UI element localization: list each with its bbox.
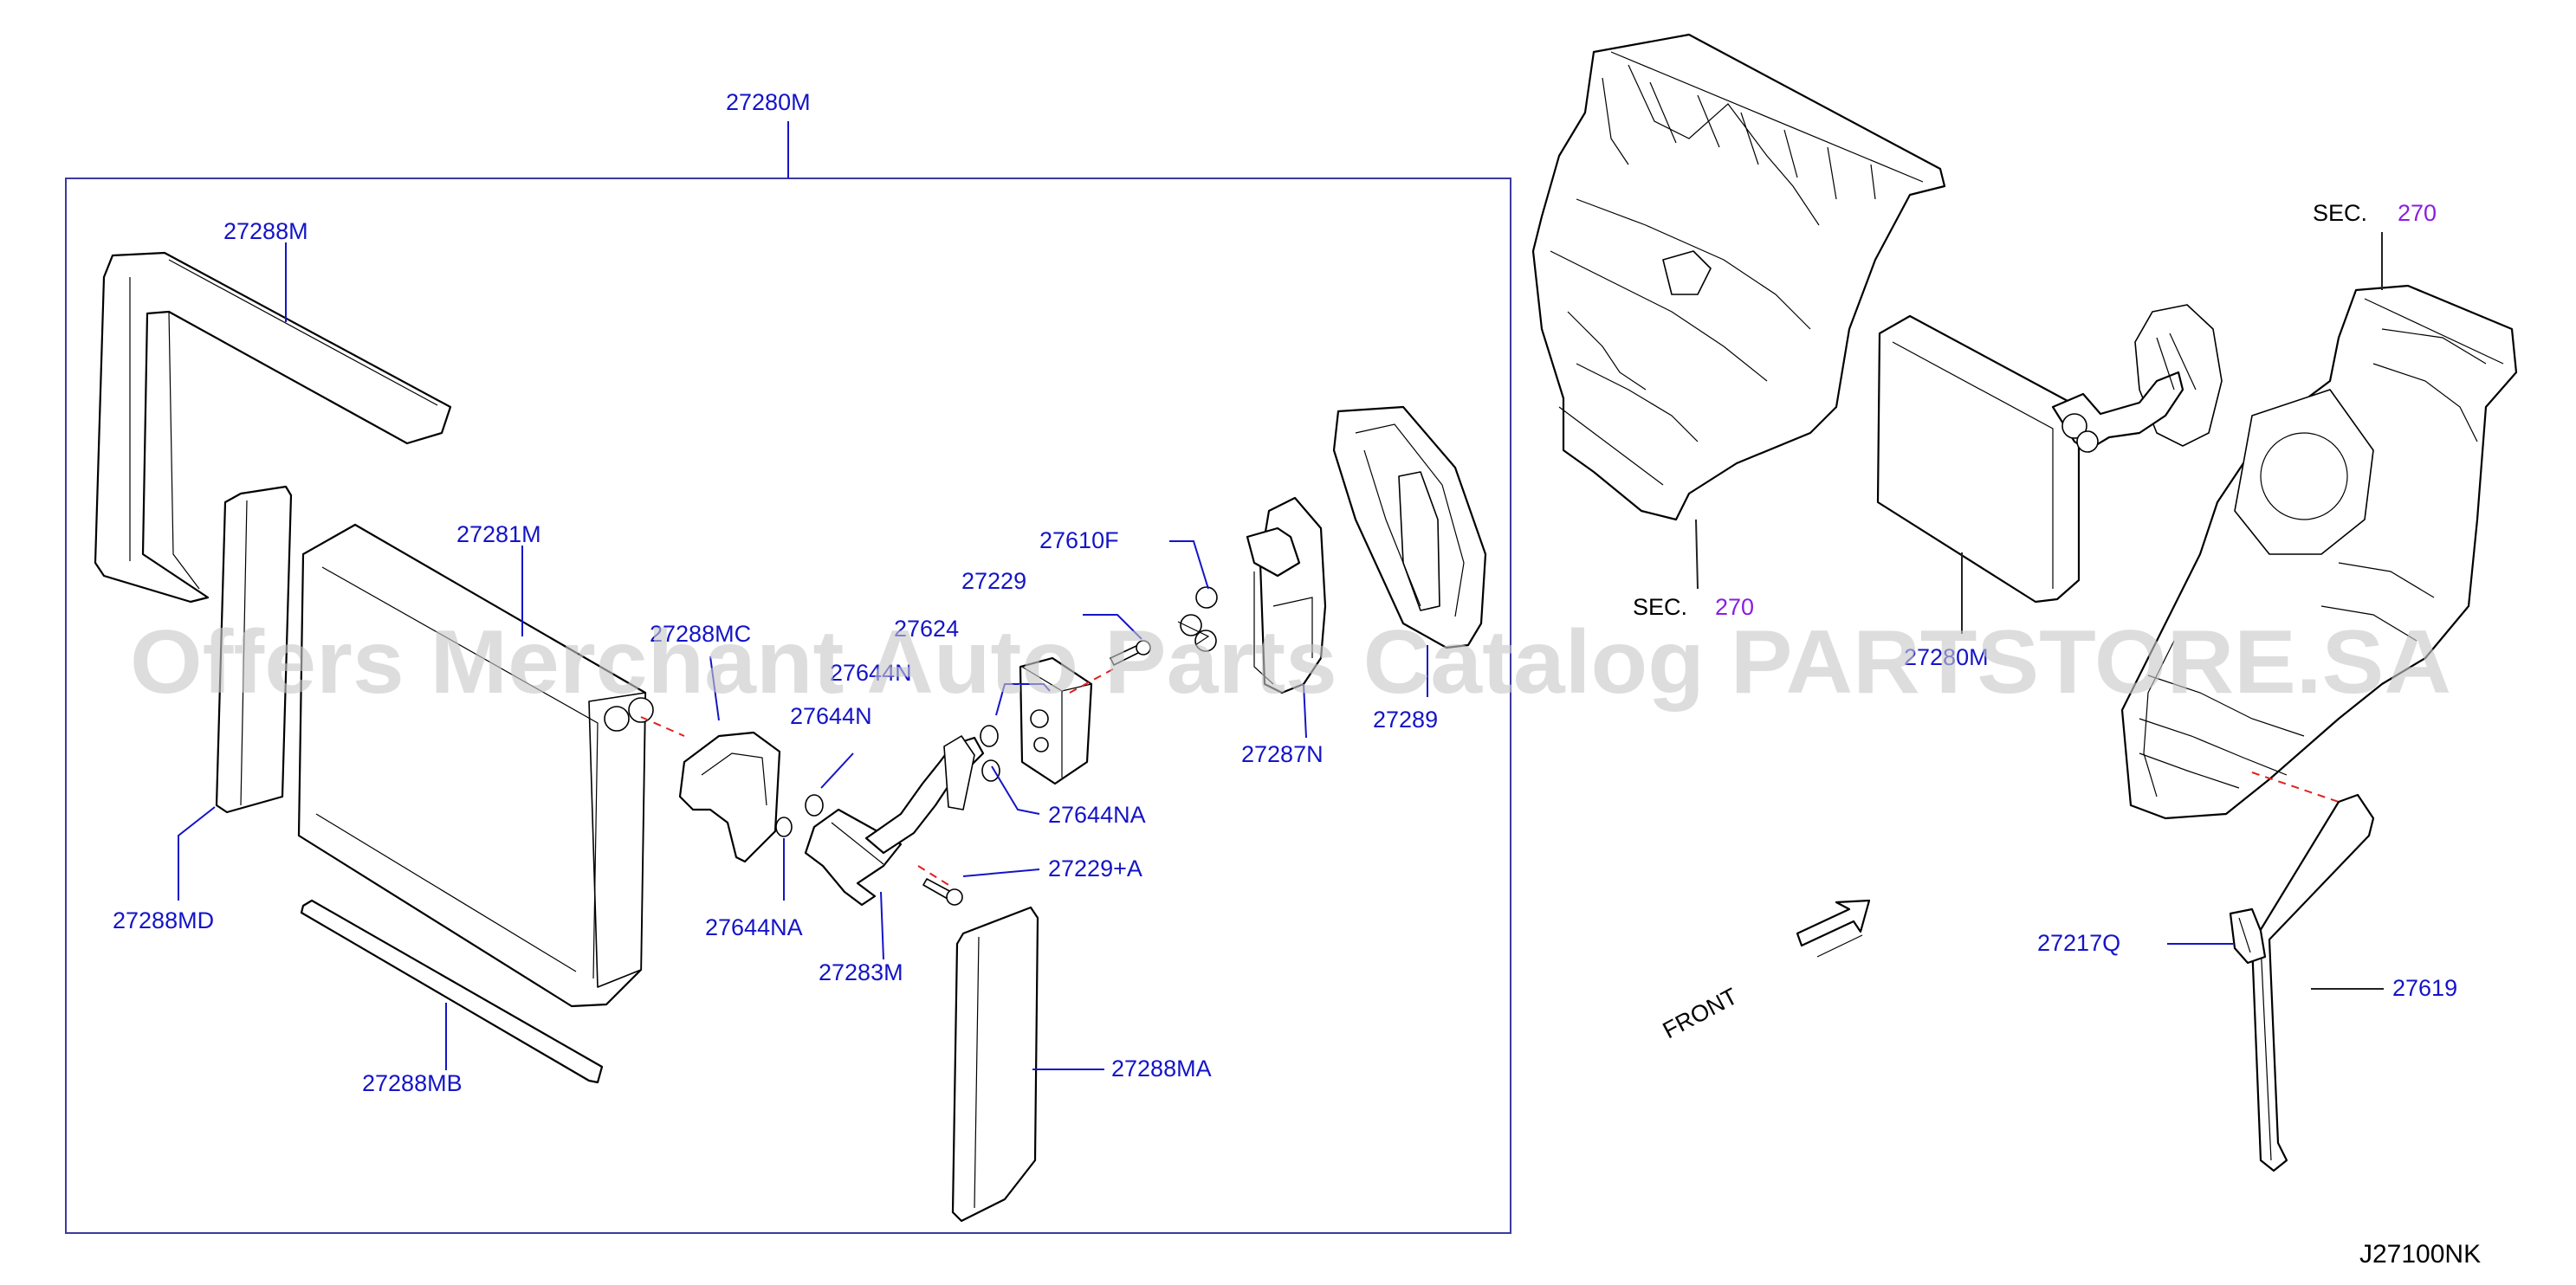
label-27281M[interactable]: 27281M [456,521,541,547]
seal-27288MB [300,899,604,1084]
diagram-code: J27100NK [2359,1240,2481,1269]
front-arrow-icon [1796,899,1871,958]
sec-ref-left-number[interactable]: 270 [1715,594,1754,620]
label-27229[interactable]: 27229 [961,568,1026,594]
watermark: Offers Merchant Auto Parts Catalog PARTS… [130,612,2451,713]
expansion-valve-27624 [1019,656,1093,785]
label-27283M[interactable]: 27283M [819,959,903,985]
label-27288MD[interactable]: 27288MD [113,907,214,933]
label-27288MC[interactable]: 27288MC [650,621,751,647]
label-27280M-right[interactable]: 27280M [1904,644,1989,670]
label-27229A[interactable]: 27229+A [1048,856,1142,881]
clip-27217Q [2229,907,2267,965]
blower-unit [2120,284,2518,820]
label-27644N-upper[interactable]: 27644N [830,660,912,686]
seal-27288MD [215,485,293,814]
label-27217Q[interactable]: 27217Q [2037,930,2120,956]
label-27288MA[interactable]: 27288MA [1111,1056,1212,1082]
cover-27289 [1332,405,1487,649]
label-27287N[interactable]: 27287N [1241,741,1324,767]
o-ring-27644N [805,794,824,817]
label-27644NA-right[interactable]: 27644NA [1048,802,1146,828]
o-ring-27644NA-left [775,817,793,837]
heater-unit-upper [1531,33,1946,521]
evaporator-27280M-right [1876,304,2223,604]
bolt-27229 [1110,640,1151,666]
label-27288M[interactable]: 27288M [223,218,308,244]
evaporator-core-27281M [297,523,654,1008]
label-27644N-lower[interactable]: 27644N [790,703,872,729]
bolt-27229A [922,878,963,906]
label-27289[interactable]: 27289 [1373,707,1438,733]
seal-27288M [94,251,452,604]
assembly-label[interactable]: 27280M [726,89,811,115]
label-27610F[interactable]: 27610F [1039,527,1119,553]
label-27288MB[interactable]: 27288MB [362,1070,463,1096]
sec-ref-right-number[interactable]: 270 [2398,200,2437,226]
sec-ref-right-prefix: SEC. [2313,200,2367,226]
o-ring-27644NA-right [981,759,1000,782]
drain-hose-27619 [2250,793,2375,1172]
seal-27288MA [951,906,1039,1223]
front-label: FRONT [1659,983,1742,1043]
sec-ref-left-prefix: SEC. [1633,594,1687,620]
label-27644NA-left[interactable]: 27644NA [705,914,803,940]
label-27619[interactable]: 27619 [2392,975,2457,1001]
clip-27610F [1177,586,1218,652]
label-27624[interactable]: 27624 [894,616,959,642]
o-ring-27644N-right [980,725,999,747]
seal-27288MC [678,731,781,863]
pipe-27283M [804,735,985,907]
grommet-27287N [1246,496,1327,694]
